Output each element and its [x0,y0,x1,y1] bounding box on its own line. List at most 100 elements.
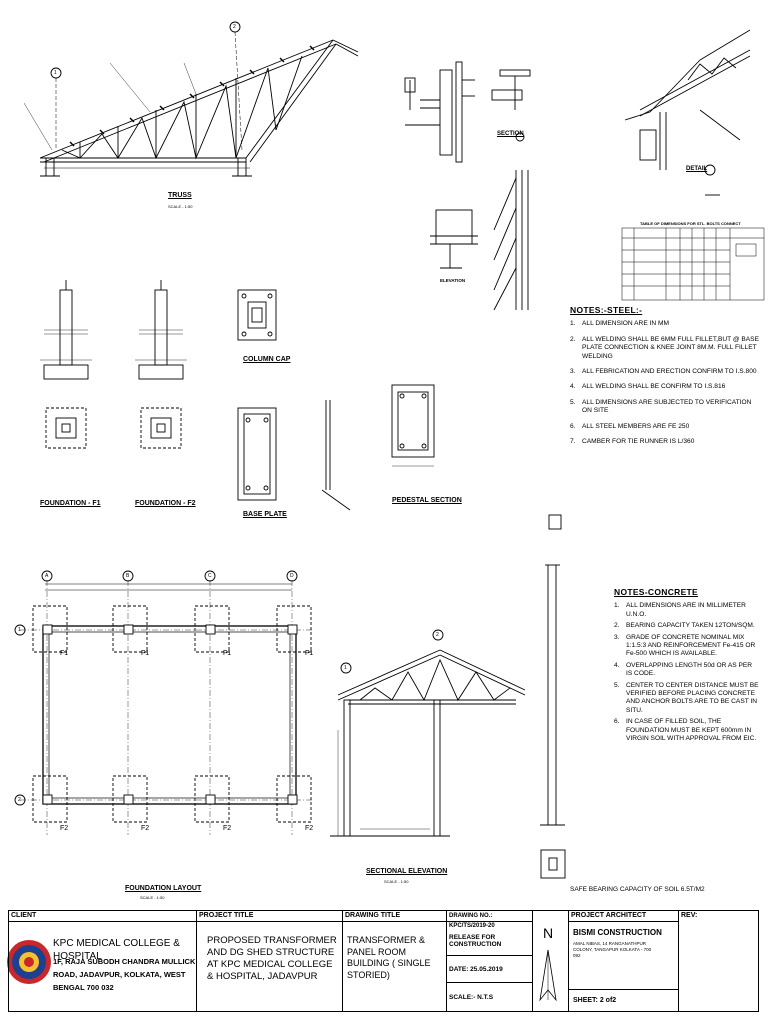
note-item: 7. CAMBER FOR TIE RUNNER IS L/360 [570,438,760,446]
footing-tag: F1 [141,650,150,657]
note-text: IN CASE OF FILLED SOIL, THE FOUNDATION M… [626,718,757,743]
note-number: 3. [570,368,576,376]
drawing-scale: SCALE:- N.T.S [449,994,494,1001]
note-text: GRADE OF CONCRETE NOMINAL MIX 1:1.5:3 AN… [626,633,756,658]
note-item: 5.CENTER TO CENTER DISTANCE MUST BE VERI… [614,682,760,716]
note-item: 5. ALL DIMENSIONS ARE SUBJECTED TO VERIFI… [570,399,760,416]
footing-tag: F2 [141,825,150,832]
note-item: 2. ALL WELDING SHALL BE 6MM FULL FILLET,B… [570,336,760,361]
elev-grid-2: 2 [436,632,439,638]
note-item: 3. GRADE OF CONCRETE NOMINAL MIX 1:1.5:3 … [614,634,760,659]
pedestal-section-detail [391,384,435,467]
drawing-date: DATE: 25.05.2019 [447,956,532,983]
note-item: 1. ALL DIMENSION ARE IN MM [570,320,760,328]
footing-tag: F2 [223,825,232,832]
north-cell: N [533,911,569,1011]
grid-label-d: D [290,573,294,579]
bolt-dimension-table [621,227,765,301]
truss-grid-1: 1 [54,70,57,76]
note-text: ALL WELDING SHALL BE CONFIRM TO I.S.816 [582,383,726,391]
note-item: 4. ALL WELDING SHALL BE CONFIRM TO I.S.81… [570,383,760,391]
grid-label-2: 2 [18,797,21,803]
column-section-detail [540,514,566,879]
foundation-f1-label: FOUNDATION - F1 [40,500,101,507]
client-logo [7,940,51,984]
bolt-table-title: TABLE OF DIMENSIONS FOR STL. BOLTS CONNE… [640,221,741,226]
note-number: 6. [570,422,576,430]
north-label: N [543,925,554,941]
drawing-info-cell: DRAWING NO.: KPC/TS/2019-20 RELEASE FOR … [447,911,533,1011]
footing-tag: F1 [305,650,314,657]
truss-scale: SCALE - 1:50 [168,204,193,209]
note-item: 6.IN CASE OF FILLED SOIL, THE FOUNDATION… [614,718,760,743]
section-label: SECTION [497,131,524,137]
drawing-title: TRANSFORMER & PANEL ROOM BUILDING ( SING… [347,935,431,980]
note-text: ALL WELDING SHALL BE 6MM FULL FILLET,BUT… [582,335,759,360]
foundation-f1-section [40,280,92,449]
column-connection-detail [430,170,529,311]
foundation-layout-label: FOUNDATION LAYOUT [125,885,202,892]
footing-tag: F2 [60,825,69,832]
drawing-header: DRAWING TITLE [343,911,446,922]
foundation-layout-plan [14,570,312,835]
grid-label-a: A [45,573,49,579]
grid-label-c: C [208,573,212,579]
sheet-number: SHEET: 2 of2 [569,989,678,1011]
title-block: CLIENT KPC MEDICAL COLLEGE & HOSPITAL 1F… [8,910,759,1012]
architect-cell: PROJECT ARCHITECT BISMI CONSTRUCTION AMA… [569,911,679,1011]
elevation-scale: SCALE - 1:50 [384,879,409,884]
eave-detail [624,29,751,196]
notes-steel: NOTES:-STEEL:- 1.ALL DIMENSION ARE IN MM… [570,306,760,453]
note-item: 3. ALL FEBRICATION AND ERECTION CONFIRM T… [570,368,760,376]
pedestal-section-label: PEDESTAL SECTION [392,497,462,504]
elevation-label: ELEVATION [440,278,466,283]
notes-concrete-title: NOTES-CONCRETE [614,587,699,597]
truss-label: TRUSS [168,192,192,199]
notes-concrete: NOTES-CONCRETE 1. ALL DIMENSIONS ARE IN M… [614,588,760,747]
note-number: 4. [570,383,576,391]
truss-drawing [23,21,359,177]
base-plate-detail [237,400,351,511]
sectional-elevation-label: SECTIONAL ELEVATION [366,868,448,875]
note-number: 1. [570,320,576,328]
note-number: 3. [614,633,620,641]
project-header: PROJECT TITLE [197,911,342,922]
footing-tag: F1 [60,650,69,657]
base-plate-label: BASE PLATE [243,511,287,518]
sectional-elevation-drawing [330,629,526,837]
note-item: 1. ALL DIMENSIONS ARE IN MILLIMETER U.N.O… [614,602,760,619]
client-header: CLIENT [9,911,196,922]
note-text: ALL STEEL MEMBERS ARE FE 250 [582,422,690,430]
note-text: ALL DIMENSIONS ARE SUBJECTED TO VERIFICA… [582,398,752,415]
note-number: 2. [570,335,576,343]
grid-label-1: 1 [18,627,21,633]
note-number: 1. [614,602,620,610]
note-text: ALL FEBRICATION AND ERECTION CONFIRM TO … [582,368,757,376]
release-status: RELEASE FOR CONSTRUCTION [447,922,532,956]
notes-steel-list: 1. ALL DIMENSION ARE IN MM 2. ALL WELDING S… [570,320,760,446]
north-arrow-icon [539,949,557,1002]
note-item: 6. ALL STEEL MEMBERS ARE FE 250 [570,423,760,431]
note-text: BEARING CAPACITY TAKEN 12TON/SQM. [626,622,755,630]
note-text: ALL DIMENSION ARE IN MM [582,320,669,328]
note-text: CAMBER FOR TIE RUNNER IS L/360 [582,438,695,446]
column-cap-detail [237,289,277,341]
note-text: ALL DIMENSIONS ARE IN MILLIMETER U.N.O. [626,602,746,618]
layout-scale: SCALE - 1:50 [140,895,165,900]
project-title: PROPOSED TRANSFORMER AND DG SHED STRUCTU… [207,935,337,982]
drawing-number: DRAWING NO.: KPC/TS/2019-20 [447,911,532,929]
note-text: OVERLAPPING LENGTH 50d OR AS PER IS CODE… [626,661,753,678]
notes-concrete-list: 1. ALL DIMENSIONS ARE IN MILLIMETER U.N.O… [614,602,760,743]
note-item: 2. BEARING CAPACITY TAKEN 12TON/SQM. [614,622,760,630]
truss-grid-2: 2 [233,24,236,30]
footing-tag: F1 [223,650,232,657]
note-number: 5. [570,398,576,406]
footing-tag: F2 [305,825,314,832]
note-number: 2. [614,622,620,630]
note-number: 4. [614,661,620,669]
note-number: 7. [570,438,576,446]
detail-label: DETAIL [686,166,708,172]
note-number: 5. [614,681,620,689]
rev-header: REV: [681,912,698,919]
column-cap-label: COLUMN CAP [243,356,291,363]
